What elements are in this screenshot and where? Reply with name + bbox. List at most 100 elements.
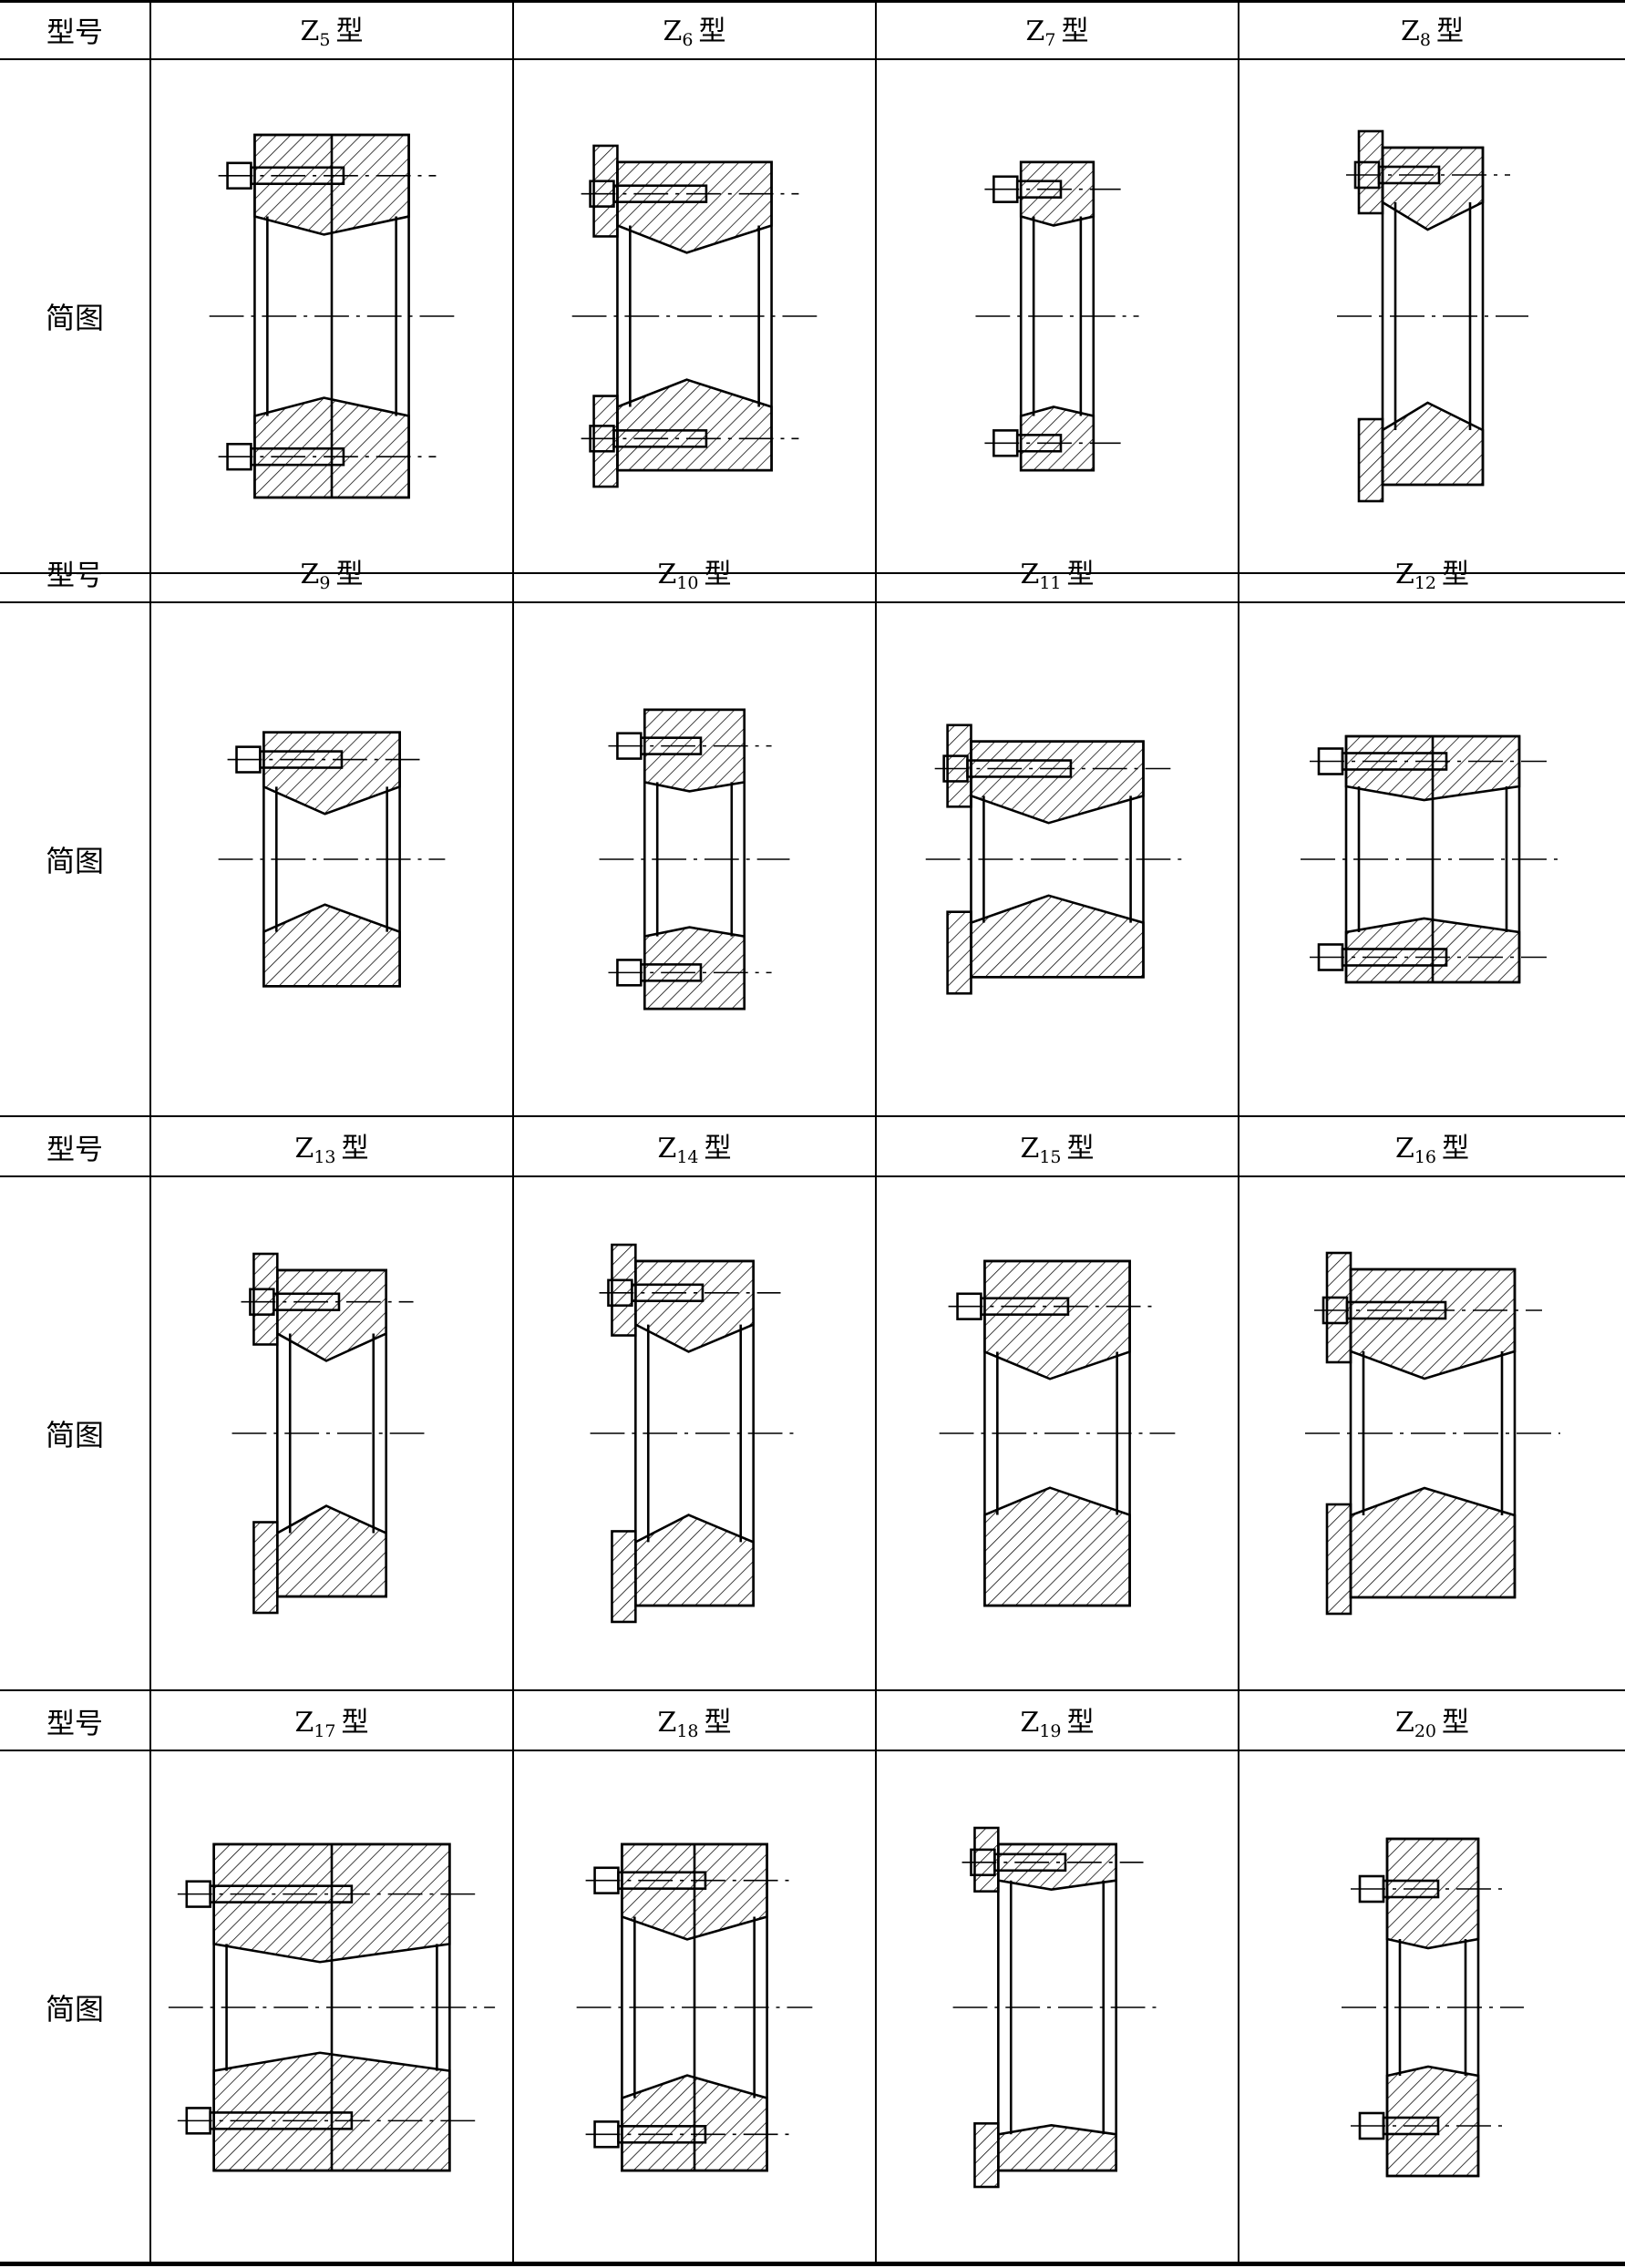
model-prefix: Z xyxy=(1020,1133,1040,1165)
model-suffix: 型 xyxy=(1435,15,1464,47)
model-suffix: 型 xyxy=(1066,559,1095,590)
coupling-cross-section-diagram xyxy=(939,1259,1176,1607)
coupling-cross-section-diagram xyxy=(590,1243,799,1624)
model-subscript: 9 xyxy=(319,573,331,593)
model-subscript: 18 xyxy=(676,1721,699,1741)
model-prefix: Z xyxy=(294,1133,314,1165)
diagram-cell xyxy=(1239,1751,1625,2265)
row-label-model: 型号 xyxy=(0,1117,151,1177)
model-subscript: 12 xyxy=(1414,573,1437,593)
coupling-cross-section-diagram xyxy=(1341,1837,1524,2178)
diagram-cell xyxy=(877,1177,1239,1691)
model-suffix: 型 xyxy=(704,559,732,590)
model-suffix: 型 xyxy=(341,1707,369,1739)
row-label-diagram: 简图 xyxy=(0,1751,151,2265)
row-label-model: 型号 xyxy=(0,543,151,603)
diagram-cell xyxy=(1239,1177,1625,1691)
model-subscript: 14 xyxy=(676,1147,699,1167)
diagram-row: 简图 xyxy=(0,603,1625,1117)
coupling-cross-section-diagram xyxy=(209,133,455,499)
model-prefix: Z xyxy=(1020,559,1040,590)
model-prefix: Z xyxy=(300,559,320,590)
diagram-cell xyxy=(514,60,877,574)
diagram-row: 简图 xyxy=(0,1751,1625,2265)
model-subscript: 17 xyxy=(314,1721,336,1741)
model-subscript: 5 xyxy=(319,30,331,50)
coupling-cross-section-diagram xyxy=(576,1842,813,2172)
coupling-cross-section-diagram xyxy=(168,1842,496,2172)
coupling-cross-section-diagram xyxy=(1336,129,1528,503)
diagram-cell xyxy=(514,1751,877,2265)
model-subscript: 16 xyxy=(1414,1147,1437,1167)
model-suffix: 型 xyxy=(335,559,364,590)
row-label-diagram: 简图 xyxy=(0,1177,151,1691)
coupling-cross-section-diagram xyxy=(925,724,1189,995)
row-label-diagram: 简图 xyxy=(0,603,151,1117)
diagram-cell xyxy=(1239,603,1625,1117)
model-prefix: Z xyxy=(663,15,683,47)
diagram-cell xyxy=(1239,60,1625,574)
model-prefix: Z xyxy=(300,15,320,47)
model-suffix: 型 xyxy=(1066,1133,1095,1165)
coupling-cross-section-diagram xyxy=(571,144,818,488)
model-subscript: 8 xyxy=(1419,30,1431,50)
row-label-model: 型号 xyxy=(0,1691,151,1751)
model-prefix: Z xyxy=(657,1707,677,1739)
coupling-cross-section-diagram xyxy=(952,1826,1162,2189)
coupling-cross-section-diagram xyxy=(1300,734,1565,984)
diagram-cell xyxy=(151,60,514,574)
diagram-cell xyxy=(877,603,1239,1117)
model-prefix: Z xyxy=(294,1707,314,1739)
row-label-model: 型号 xyxy=(0,0,151,60)
model-prefix: Z xyxy=(1401,15,1420,47)
model-suffix: 型 xyxy=(335,15,364,47)
model-prefix: Z xyxy=(1025,15,1045,47)
row-label-diagram: 简图 xyxy=(0,60,151,574)
diagram-row: 简图 xyxy=(0,1177,1625,1691)
model-subscript: 10 xyxy=(676,573,699,593)
model-suffix: 型 xyxy=(1442,559,1470,590)
diagram-cell xyxy=(877,1751,1239,2265)
diagram-cell xyxy=(151,603,514,1117)
diagram-cell xyxy=(514,1177,877,1691)
model-prefix: Z xyxy=(657,1133,677,1165)
model-prefix: Z xyxy=(1020,1707,1040,1739)
model-prefix: Z xyxy=(657,559,677,590)
diagram-cell xyxy=(514,603,877,1117)
coupling-cross-section-diagram xyxy=(231,1252,432,1615)
model-subscript: 15 xyxy=(1039,1147,1062,1167)
diagram-row: 简图 xyxy=(0,60,1625,574)
diagram-cell xyxy=(151,1751,514,2265)
model-suffix: 型 xyxy=(1061,15,1089,47)
model-suffix: 型 xyxy=(341,1133,369,1165)
model-suffix: 型 xyxy=(704,1133,732,1165)
model-prefix: Z xyxy=(1394,1707,1414,1739)
